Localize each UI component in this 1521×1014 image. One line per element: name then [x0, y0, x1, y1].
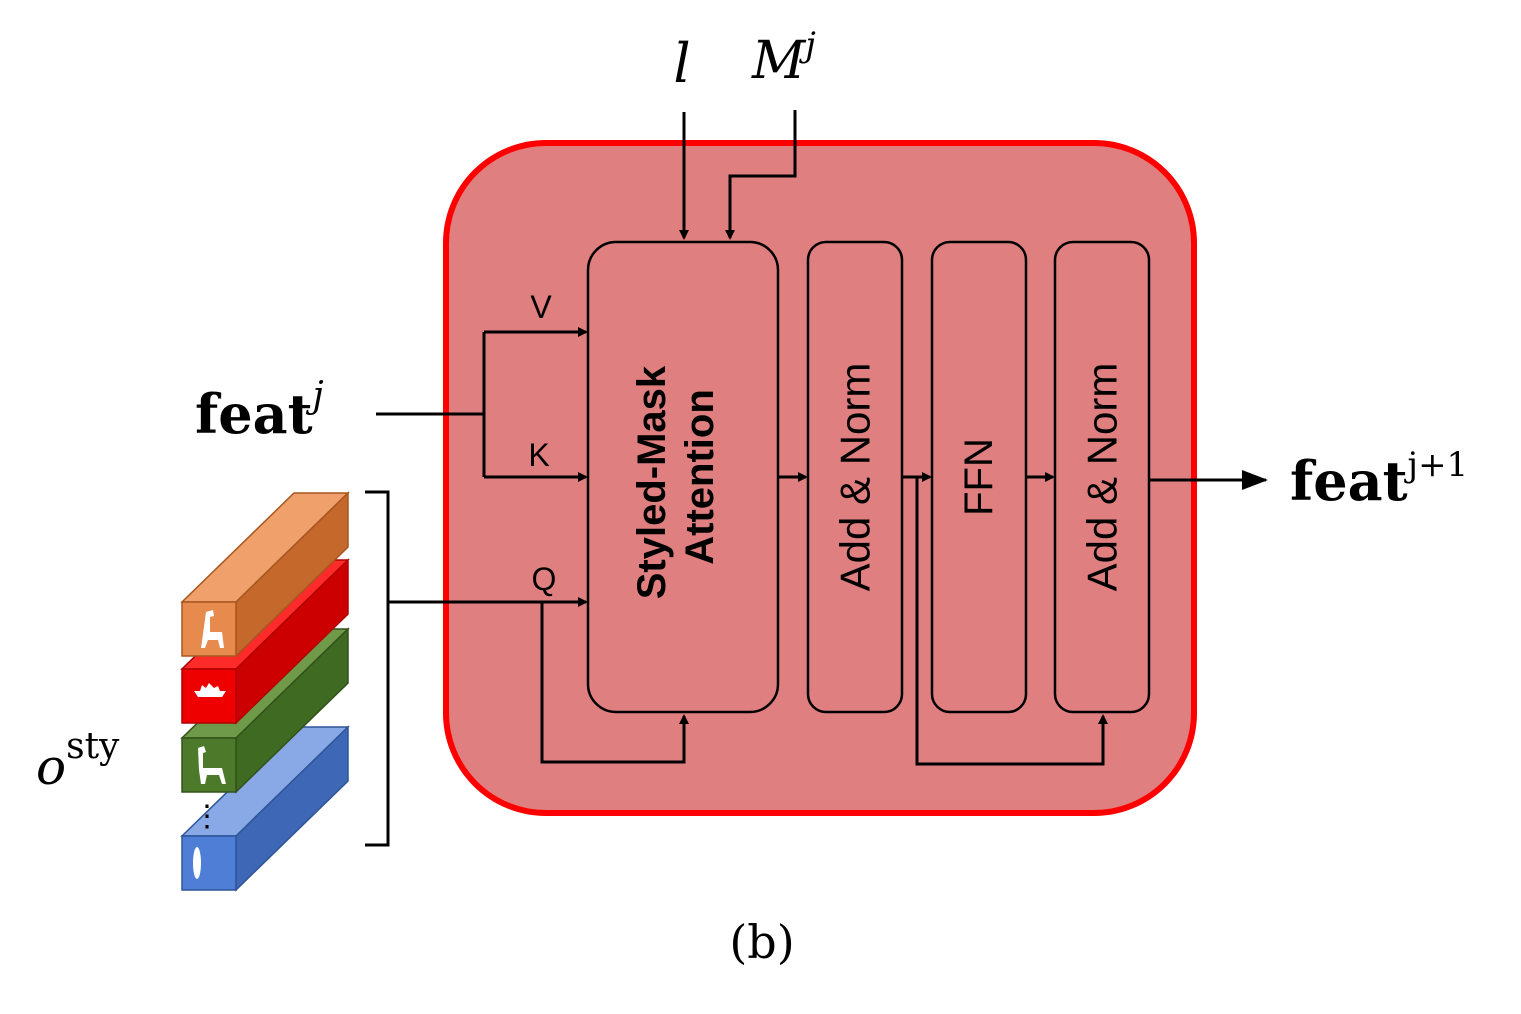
q-label: Q [532, 561, 557, 597]
input-m-base: M [751, 31, 807, 91]
style-token-ellipsis: ⋮ [192, 799, 222, 834]
decoder-module [443, 140, 1197, 816]
add-norm-label-1: Add & Norm [832, 363, 879, 592]
style-token-orange [180, 491, 350, 658]
v-label: V [530, 289, 552, 325]
k-label: K [528, 437, 549, 473]
figure-caption: (b) [729, 915, 794, 969]
add-norm-label-2: Add & Norm [1079, 363, 1126, 592]
style-token-sup: sty [66, 726, 120, 767]
attention-label-line1: Styled-Mask [630, 365, 674, 599]
input-l-label: l [673, 32, 690, 95]
attention-label-line2: Attention [678, 389, 722, 565]
m-arrow [725, 110, 797, 240]
feat-output-label: featj+1 [1290, 445, 1468, 513]
attention-label: Styled-Mask Attention [630, 355, 722, 600]
ffn-residual-arrow [915, 477, 1108, 766]
q-residual-arrow [540, 602, 689, 764]
bottle-icon [193, 847, 201, 879]
input-m-label: Mj [751, 25, 816, 91]
style-token-label: osty [36, 726, 120, 796]
giraffe-icon [198, 746, 226, 784]
feat-output-base: feat [1290, 449, 1408, 513]
giraffe-icon-orange [201, 610, 224, 648]
feat-input-label: featj [195, 375, 324, 446]
feat-input-base: feat [195, 382, 313, 446]
feat-output-sup: j+1 [1404, 445, 1469, 485]
add-norm-block-2 [1053, 240, 1151, 714]
ffn-label: FFN [957, 438, 1001, 516]
style-token-bracket [365, 490, 398, 847]
boat-icon [194, 683, 226, 697]
style-token-blue [180, 725, 350, 892]
style-token-base: o [36, 738, 66, 796]
